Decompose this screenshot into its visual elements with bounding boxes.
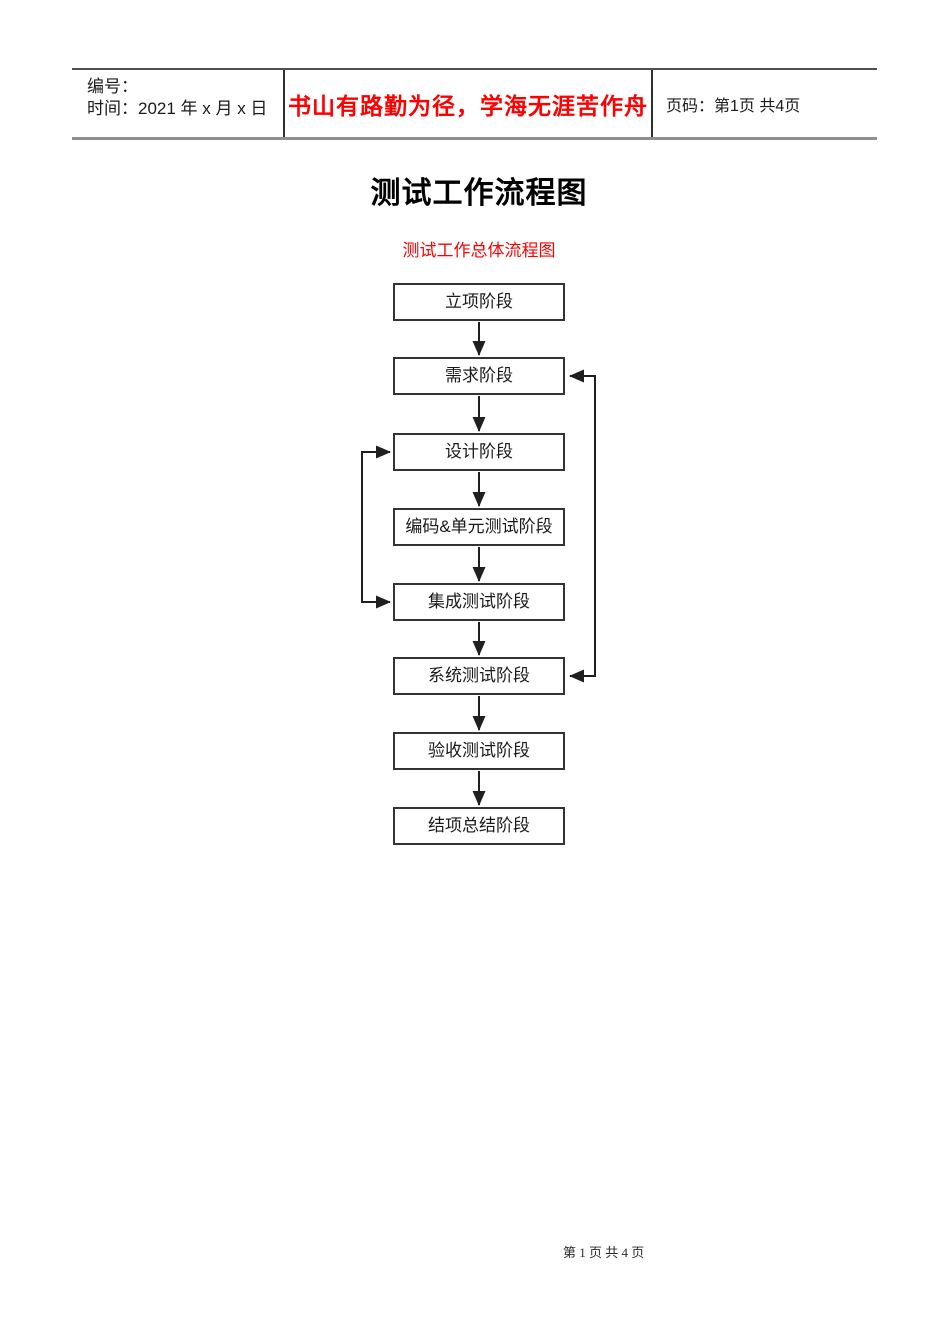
flow-node-integration-test: 集成测试阶段 bbox=[393, 583, 565, 621]
flow-node-design: 设计阶段 bbox=[393, 433, 565, 471]
flow-node-acceptance-test: 验收测试阶段 bbox=[393, 732, 565, 770]
doc-number-label: 编号： bbox=[87, 77, 138, 96]
flow-node-closure-summary: 结项总结阶段 bbox=[393, 807, 565, 845]
motto-text: 书山有路勤为径，学海无涯苦作舟 bbox=[288, 92, 648, 119]
flow-node-system-test: 系统测试阶段 bbox=[393, 657, 565, 695]
page-info-text: 页码：第1页 共4页 bbox=[666, 97, 801, 115]
page-title: 测试工作流程图 bbox=[370, 177, 588, 210]
footer-page-number: 第 1 页 共 4 页 bbox=[563, 1245, 645, 1260]
flow-node-coding-unit-test: 编码&单元测试阶段 bbox=[393, 508, 565, 546]
header-page-cell: 页码：第1页 共4页 bbox=[651, 70, 877, 137]
flow-node-requirements: 需求阶段 bbox=[393, 357, 565, 395]
header-table: 编号： 时间：2021 年 x 月 x 日 书山有路勤为径，学海无涯苦作舟 页码… bbox=[72, 68, 877, 140]
header-motto-cell: 书山有路勤为径，学海无涯苦作舟 bbox=[283, 70, 651, 137]
header-meta-cell: 编号： 时间：2021 年 x 月 x 日 bbox=[72, 70, 283, 137]
flowchart-caption: 测试工作总体流程图 bbox=[402, 241, 556, 260]
flow-node-project-initiation: 立项阶段 bbox=[393, 283, 565, 321]
doc-time-label: 时间：2021 年 x 月 x 日 bbox=[87, 99, 268, 118]
